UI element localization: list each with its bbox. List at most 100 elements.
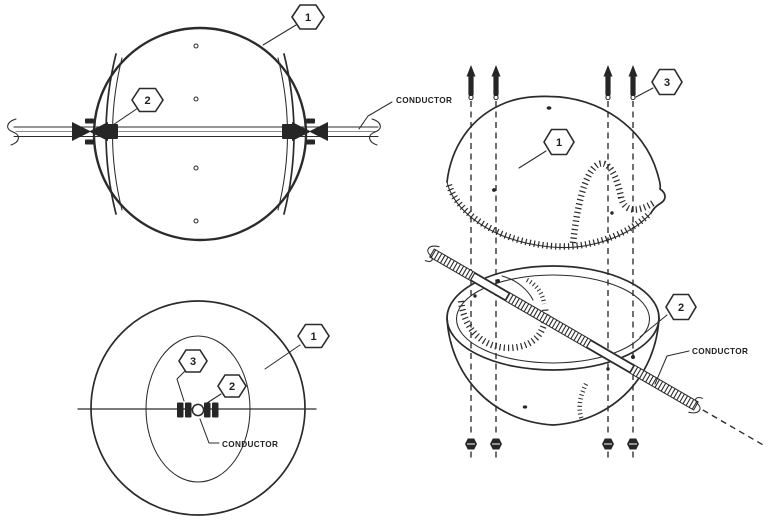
clamp-jaw xyxy=(89,122,108,141)
clamp-bolt-nub xyxy=(306,139,315,145)
callout-2: 2 xyxy=(206,374,247,404)
upper-hemisphere xyxy=(445,95,666,250)
conductor-rod xyxy=(424,245,763,446)
nut-icon xyxy=(490,438,502,460)
break-symbol-right xyxy=(369,118,381,146)
callout-1: 1 xyxy=(264,323,330,370)
callout-number: 1 xyxy=(556,137,562,149)
callout-hexagon xyxy=(297,323,330,349)
clamp-block xyxy=(282,124,295,139)
clamp-jaw xyxy=(292,122,311,141)
callout-hexagon xyxy=(217,374,247,398)
clamp-bolt-nub xyxy=(85,118,94,124)
bolt-tip xyxy=(603,65,613,77)
callout-number: 2 xyxy=(678,302,684,314)
conductor-callout: CONDUCTOR xyxy=(654,347,748,385)
conductor-label: CONDUCTOR xyxy=(222,440,278,449)
clamp-block xyxy=(105,124,118,139)
callout-1: 1 xyxy=(518,128,575,169)
leader-line xyxy=(206,393,222,404)
rod-hatched-segment xyxy=(430,249,475,281)
conductor-callout: CONDUCTOR xyxy=(358,96,452,130)
clamp-bolt-nub xyxy=(85,139,94,145)
bolt-shaft xyxy=(493,75,499,96)
center-clamp xyxy=(177,402,219,418)
leader-line xyxy=(264,344,301,370)
exploded-view: 3 1 2 CONDUCTOR xyxy=(424,65,763,460)
vent-hole xyxy=(193,43,199,49)
clamp-right xyxy=(282,118,328,145)
nut-icon xyxy=(627,438,639,460)
nut-icon xyxy=(602,438,614,460)
clamp-nut xyxy=(185,402,192,418)
clamp-nut xyxy=(204,402,211,418)
callout-hexagon xyxy=(178,349,208,373)
bolt-shaft xyxy=(468,75,474,96)
clamp-jaw xyxy=(72,122,91,141)
callout-hexagon xyxy=(291,4,325,30)
callout-2: 2 xyxy=(639,293,697,338)
bolt-icon xyxy=(603,65,613,101)
end-view: 1 3 2 CONDUCTOR xyxy=(77,300,330,516)
callout-number: 1 xyxy=(305,12,311,24)
dome-hole xyxy=(546,106,552,110)
leader-line xyxy=(262,24,297,46)
bowl-hole xyxy=(473,294,477,298)
clamp-left xyxy=(72,118,118,145)
rod-sleeve xyxy=(585,339,635,374)
bolt-tip xyxy=(466,65,476,77)
bowl-hole xyxy=(496,279,500,283)
dome-rim-stitching xyxy=(445,183,653,250)
dome-outline xyxy=(446,95,666,214)
bowl-saddle-edge xyxy=(501,275,534,301)
leader-line xyxy=(199,418,220,444)
conductor-label: CONDUCTOR xyxy=(396,96,452,105)
leader-line xyxy=(109,107,139,128)
conductor-label: CONDUCTOR xyxy=(692,347,748,356)
callout-3: 3 xyxy=(176,349,208,402)
callout-2: 2 xyxy=(109,87,164,128)
leader-line xyxy=(635,87,654,98)
vent-hole xyxy=(193,218,199,224)
callout-hexagon xyxy=(131,87,164,113)
bolt-tip xyxy=(628,65,638,77)
bolt-collar xyxy=(468,94,474,101)
lower-hemisphere xyxy=(446,265,660,426)
bolt-icon xyxy=(491,65,501,101)
leader-line xyxy=(358,101,393,130)
callout-hexagon xyxy=(651,68,683,96)
bolt-collar xyxy=(605,94,611,101)
clamp-nut xyxy=(212,402,219,418)
rod-hatched-segment xyxy=(505,292,591,348)
callout-1: 1 xyxy=(262,4,325,46)
callout-hexagon xyxy=(543,128,575,156)
break-symbol-left xyxy=(7,118,19,146)
sphere-outline xyxy=(90,300,306,516)
callout-number: 2 xyxy=(229,381,235,393)
clamp-bolt-nub xyxy=(306,118,315,124)
conductor-end-circle xyxy=(191,403,205,417)
bowl-bolt-hole xyxy=(606,367,610,371)
bowl-bolt-hole xyxy=(631,355,635,359)
callout-number: 3 xyxy=(664,77,670,89)
rod-axis-continuation xyxy=(702,409,763,446)
leader-line xyxy=(176,370,186,402)
vent-hole xyxy=(193,165,199,171)
leader-line xyxy=(518,150,547,169)
dome-saddle-stitching xyxy=(569,160,655,244)
callout-3: 3 xyxy=(635,68,683,98)
bolt-icon xyxy=(628,65,638,101)
dome-hole xyxy=(610,211,614,215)
rod-outline xyxy=(429,248,699,411)
marker-ball-outline xyxy=(92,26,308,242)
bowl-hole xyxy=(522,405,528,409)
clamp-nut xyxy=(177,402,184,418)
bolt-collar xyxy=(630,94,636,101)
nut-icon xyxy=(465,438,477,460)
bowl-rim-inner xyxy=(455,274,651,364)
callout-hexagon xyxy=(665,293,697,321)
break-symbol-start xyxy=(424,245,440,262)
break-symbol-end xyxy=(688,397,704,414)
side-view: 1 2 CONDUCTOR xyxy=(7,4,452,242)
